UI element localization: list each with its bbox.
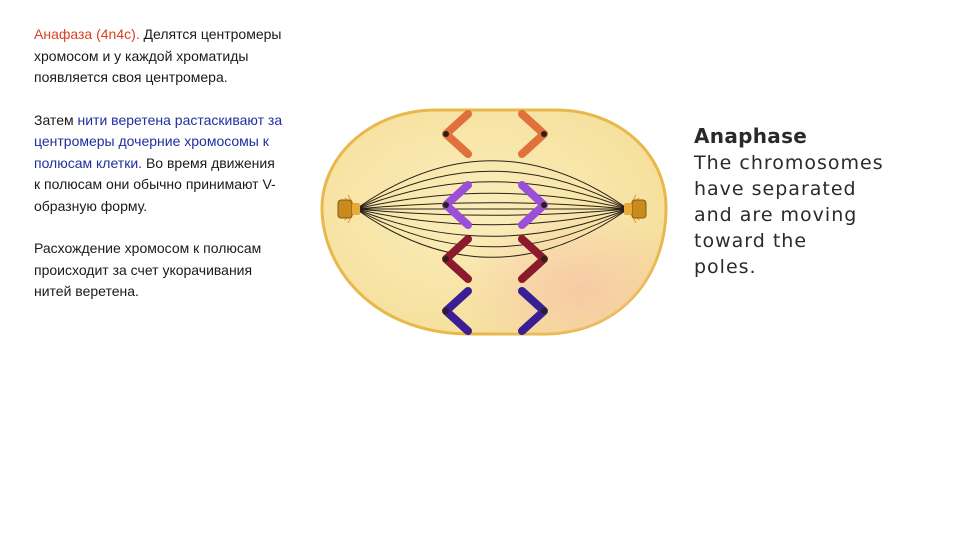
centromere	[443, 308, 449, 314]
anaphase-heading: Анафаза (4n4c).	[34, 26, 140, 42]
caption-line: toward the	[694, 230, 808, 252]
caption-line: have separated	[694, 178, 857, 200]
spindle-fiber	[355, 192, 629, 210]
centromere	[443, 202, 449, 208]
paragraph-separation: Расхождение хромосом к полюсам происходи…	[34, 240, 262, 299]
spindle-fiber	[355, 208, 629, 258]
spindle-intro: Затем	[34, 111, 78, 128]
centromere	[443, 256, 449, 262]
centromere	[541, 308, 547, 314]
spindle-fiber	[355, 170, 629, 210]
spindle-fiber	[355, 208, 629, 216]
spindle-fiber	[355, 202, 629, 210]
description-text: Анафаза (4n4c). Делятся центромеры хромо…	[34, 24, 284, 324]
left-centrosome	[337, 199, 360, 219]
centromere	[541, 131, 547, 137]
spindle-description: Во время движения к полюсам они обычно п…	[34, 154, 276, 214]
caption-title: Anaphase	[694, 124, 808, 148]
spindle-fiber	[355, 208, 629, 226]
paragraph-spindle: Затем нити веретена растаскивают за цент…	[34, 110, 284, 218]
spindle-fiber	[355, 208, 629, 237]
spindle-fibers	[355, 160, 629, 258]
caption-line: poles.	[694, 256, 757, 278]
centromere	[541, 256, 547, 262]
chromosomes	[442, 110, 548, 335]
paragraph-anaphase: Анафаза (4n4c). Делятся центромеры хромо…	[34, 24, 284, 89]
caption-line: The chromosomes	[694, 152, 884, 174]
spindle-fiber	[355, 160, 629, 210]
spindle-fiber	[355, 181, 629, 210]
anaphase-description: Делятся центромеры хромосом и у каждой х…	[34, 26, 282, 85]
spindle-fiber	[355, 208, 629, 248]
caption: Anaphase The chromosomes have separated …	[694, 124, 884, 280]
spindle-highlight: нити веретена растаскивают за центромеры…	[34, 111, 283, 171]
anaphase-diagram	[316, 96, 916, 356]
right-centrosome	[624, 199, 647, 219]
caption-line: and are moving	[694, 204, 858, 226]
anaphase-illustration	[320, 108, 668, 336]
centromere	[541, 202, 547, 208]
centromere	[443, 131, 449, 137]
